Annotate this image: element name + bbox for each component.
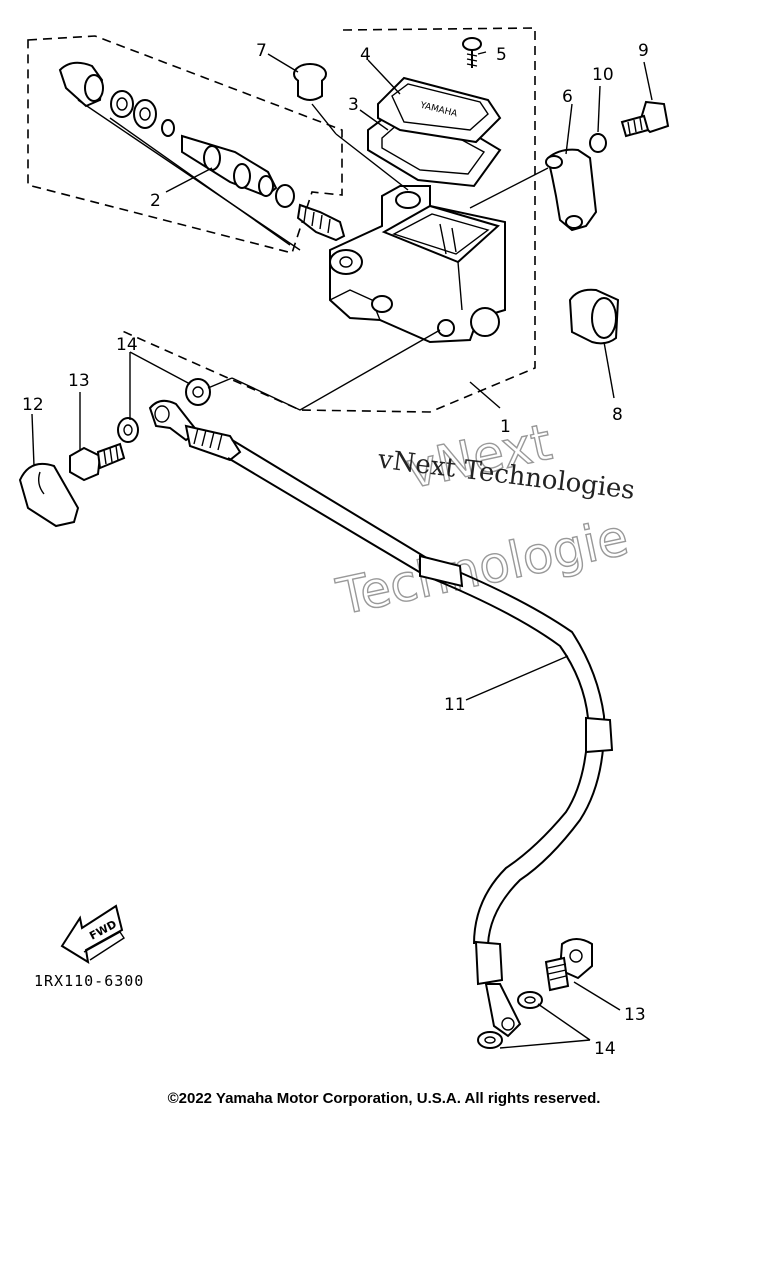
banjo-bolt-13-lower	[544, 938, 593, 992]
copyright-notice: ©2022 Yamaha Motor Corporation, U.S.A. A…	[167, 1090, 601, 1107]
washer-14-upper-b	[117, 417, 139, 443]
washer-14-lower-b	[477, 1031, 503, 1049]
callout-13-upper: 13	[68, 371, 90, 391]
reference-code: 1RX110-6300	[34, 972, 144, 990]
callout-14-lower: 14	[594, 1039, 616, 1059]
rubber-cap-7	[293, 63, 327, 101]
master-cylinder-body	[329, 185, 506, 344]
callout-5: 5	[496, 45, 507, 65]
piston-kit-dashed-box	[27, 35, 343, 254]
brake-hose-11	[227, 439, 614, 1038]
callout-6: 6	[562, 87, 573, 107]
upper-banjo-fitting	[148, 399, 242, 462]
bolt-9	[620, 100, 670, 138]
washer-14-lower-a	[517, 991, 543, 1009]
callout-7: 7	[256, 41, 267, 61]
callout-1: 1	[500, 417, 511, 437]
watermark-outline-line2: Technologie	[331, 508, 633, 626]
washer-10	[589, 133, 607, 153]
reservoir-cap-parts: YAMAHA	[367, 37, 502, 188]
master-cylinder-dashed-box	[119, 27, 536, 413]
callout-9: 9	[638, 41, 649, 61]
callout-4: 4	[360, 45, 371, 65]
callout-14-upper: 14	[116, 335, 138, 355]
callout-10: 10	[592, 65, 614, 85]
callout-12: 12	[22, 395, 44, 415]
watermark: vNext Technologie vNext Technologies	[331, 412, 637, 627]
callout-13-lower: 13	[624, 1005, 646, 1025]
banjo-bolt-13-upper	[69, 442, 126, 482]
fwd-arrow: FWD	[60, 904, 125, 965]
callout-8: 8	[612, 405, 623, 425]
callout-11: 11	[444, 695, 466, 715]
piston-kit-parts	[58, 61, 346, 251]
callout-numbers: 1 2 3 4 5 6 7 8 9 10 11 12 13 13 14 14	[22, 41, 649, 1059]
leader-lines	[31, 51, 653, 1049]
hose-cover-12	[18, 462, 80, 528]
washer-14-upper-a	[185, 378, 211, 406]
clamp-bracket-6	[545, 148, 598, 232]
callout-2: 2	[150, 191, 161, 211]
callout-3: 3	[348, 95, 359, 115]
bushing-8	[568, 288, 620, 345]
